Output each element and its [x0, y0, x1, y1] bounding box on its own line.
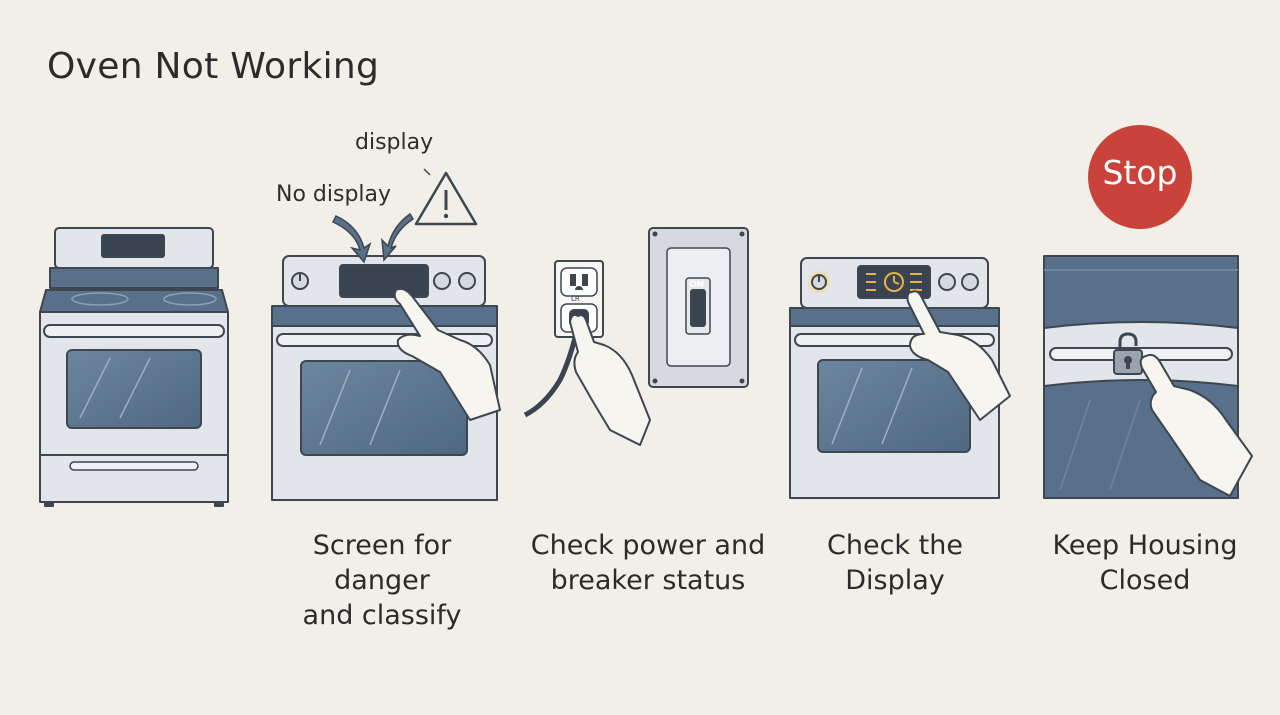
- oven-illustration-1: [39, 227, 229, 507]
- step-caption-1: Screen for danger and classify: [302, 530, 462, 631]
- outlet-label: LR: [571, 295, 580, 303]
- stop-sign-icon: [1088, 125, 1192, 229]
- hand-illustration-3: [569, 313, 651, 446]
- hand-illustration-4: [906, 290, 1011, 421]
- page-title: Oven Not Working: [47, 46, 380, 87]
- annotation-display: display: [355, 130, 434, 155]
- breaker-label: ON: [689, 280, 705, 290]
- stop-label: Stop: [1102, 153, 1178, 192]
- warning-triangle-icon: [414, 168, 478, 226]
- annotation-no-display: No display: [276, 182, 392, 207]
- breaker-panel-illustration: [648, 227, 749, 388]
- hand-illustration-2: [393, 287, 501, 421]
- step-caption-4: Keep Housing Closed: [1052, 530, 1238, 596]
- hand-illustration-5: [1139, 353, 1253, 497]
- step-caption-3: Check the Display: [827, 530, 963, 596]
- arrow-no-display: [331, 212, 415, 264]
- step-caption-2: Check power and breaker status: [530, 530, 766, 596]
- outlet-illustration: [523, 260, 604, 418]
